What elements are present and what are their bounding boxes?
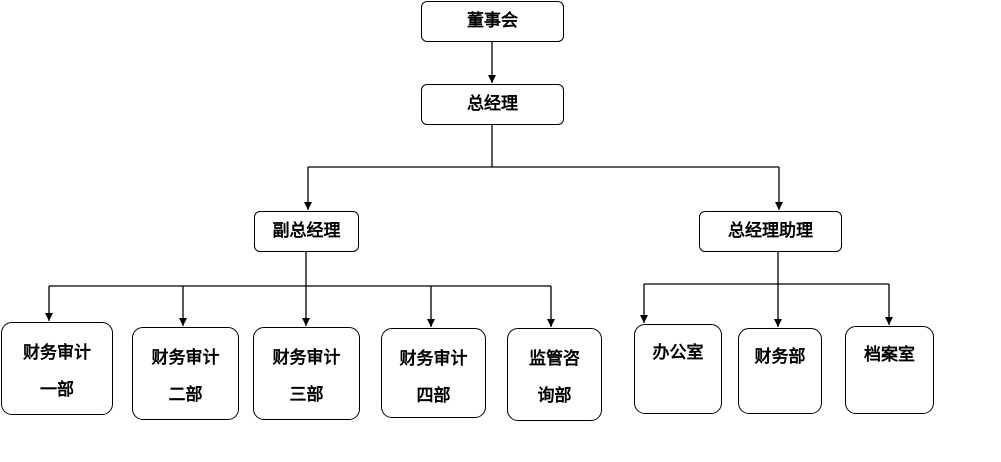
node-label-line2: 二部 (168, 385, 203, 405)
node-label-line1: 财务审计 (23, 343, 91, 363)
node-general-manager: 总经理 (421, 84, 564, 125)
node-label: 档案室 (864, 345, 915, 365)
node-label-line1: 财务审计 (399, 349, 468, 369)
node-supervision-consulting: 监管咨 询部 (507, 328, 602, 421)
node-label: 总经理 (467, 94, 518, 114)
node-label-line2: 一部 (40, 380, 74, 400)
node-label-line2: 三部 (289, 385, 324, 405)
node-label: 副总经理 (272, 221, 341, 241)
node-label-line1: 财务审计 (272, 348, 341, 368)
node-finance-audit-3: 财务审计 三部 (253, 327, 360, 420)
node-label: 总经理助理 (728, 221, 813, 241)
node-label-line2: 询部 (537, 386, 572, 406)
node-label-line1: 监管咨 (529, 349, 580, 369)
node-board: 董事会 (421, 1, 564, 42)
node-label-line2: 四部 (416, 386, 451, 406)
node-finance-dept: 财务部 (738, 328, 822, 414)
node-deputy-general-manager: 副总经理 (254, 211, 359, 252)
node-label: 董事会 (467, 11, 518, 31)
node-label-line1: 财务审计 (151, 348, 220, 368)
node-office: 办公室 (634, 324, 722, 414)
node-archive-room: 档案室 (845, 326, 934, 414)
node-assistant-general-manager: 总经理助理 (699, 211, 842, 252)
node-label: 财务部 (754, 347, 806, 367)
node-label: 办公室 (652, 343, 704, 363)
node-finance-audit-1: 财务审计 一部 (1, 322, 113, 415)
node-finance-audit-2: 财务审计 二部 (132, 327, 239, 420)
node-finance-audit-4: 财务审计 四部 (381, 328, 486, 418)
